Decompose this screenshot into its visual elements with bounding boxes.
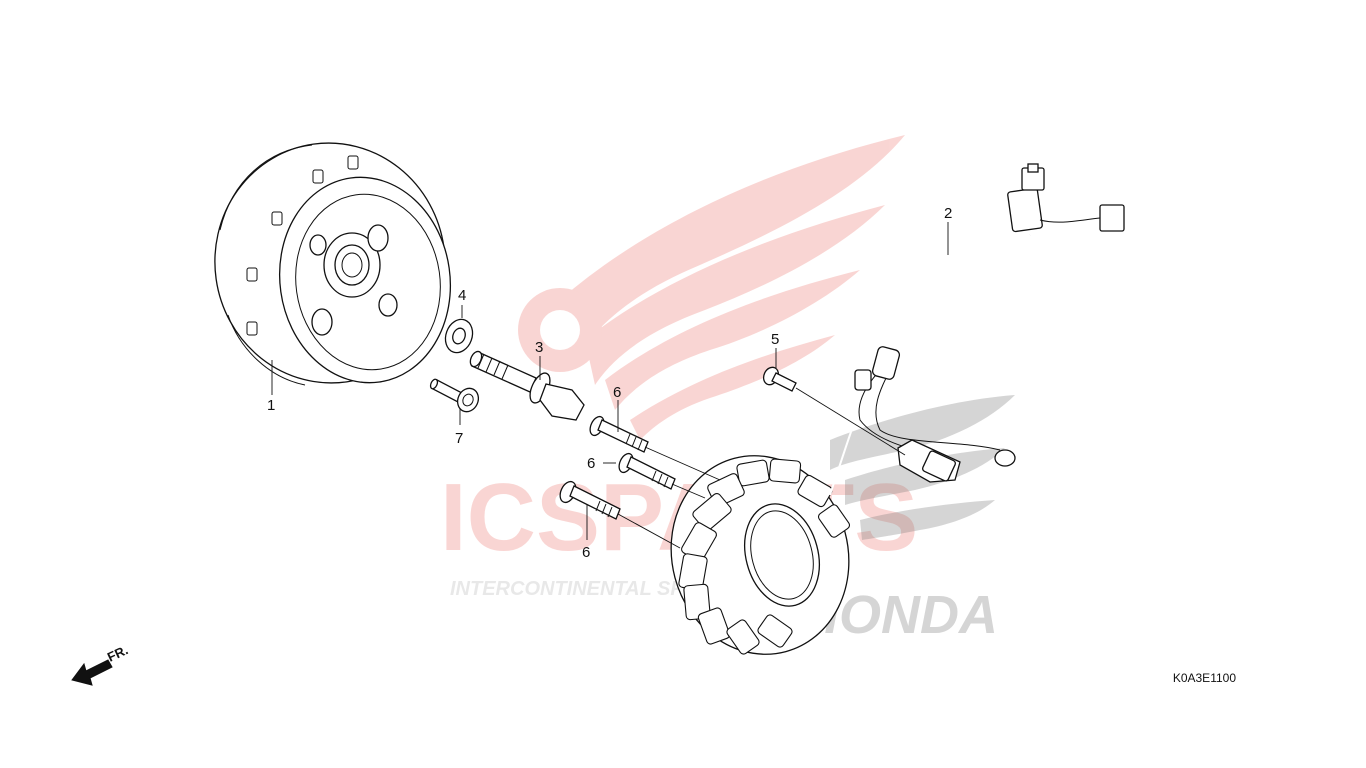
washer bbox=[444, 318, 474, 354]
wing-logo-icon bbox=[518, 135, 905, 440]
front-arrow-icon bbox=[71, 659, 113, 686]
leader-lines bbox=[271, 222, 949, 549]
stator-bolt-upper bbox=[589, 415, 649, 453]
clamp-screw bbox=[762, 366, 797, 392]
callout-3: 3 bbox=[535, 339, 543, 356]
callout-4: 4 bbox=[458, 287, 466, 304]
small-bolt bbox=[429, 378, 480, 413]
front-direction-indicator: FR. bbox=[71, 642, 130, 686]
callout-1: 1 bbox=[267, 397, 275, 414]
callout-7: 7 bbox=[455, 430, 463, 447]
stator-bolt-middle bbox=[618, 452, 676, 490]
front-label: FR. bbox=[105, 642, 130, 664]
callout-5: 5 bbox=[771, 331, 779, 348]
callouts: 1 2 3 4 5 6 6 6 7 bbox=[267, 205, 952, 561]
callout-6-upper: 6 bbox=[613, 384, 621, 401]
callout-6-middle: 6 bbox=[587, 455, 595, 472]
stator-bolt-lower bbox=[559, 480, 621, 520]
stator-assembly bbox=[670, 163, 1125, 655]
reference-code: K0A3E1100 bbox=[1172, 671, 1236, 685]
flange-bolt bbox=[469, 350, 585, 421]
callout-2: 2 bbox=[944, 205, 952, 222]
callout-6-lower: 6 bbox=[582, 544, 590, 561]
flywheel-rotor bbox=[214, 142, 452, 386]
